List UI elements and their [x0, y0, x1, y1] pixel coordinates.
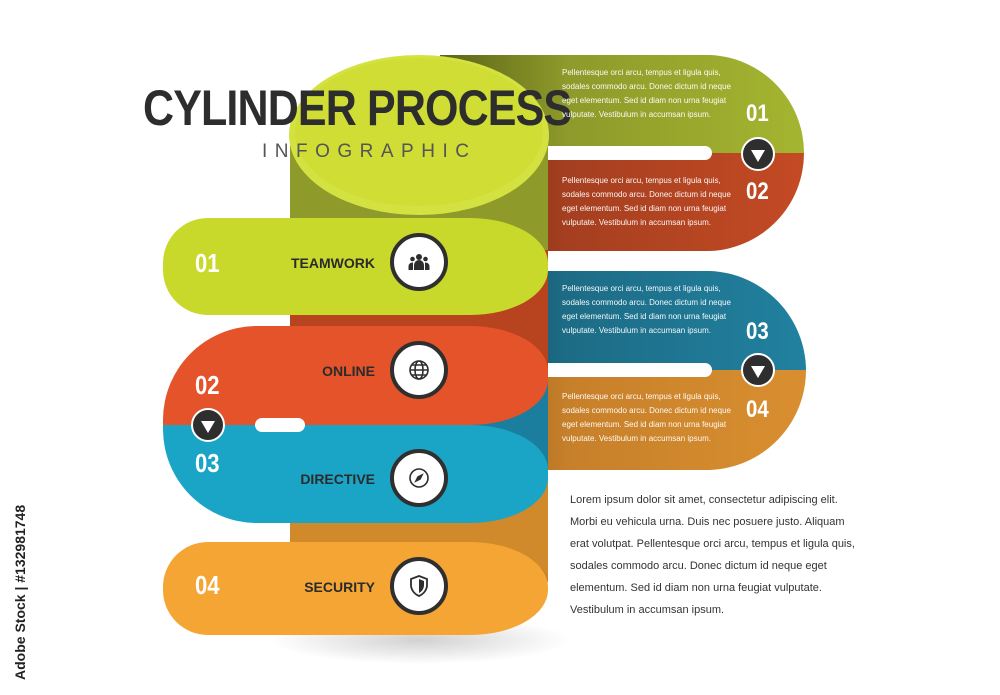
step-4-number: 04: [195, 570, 220, 600]
step-4-icon-button[interactable]: [390, 557, 448, 615]
cylinder-top-inner: [295, 58, 543, 206]
step-3-label: DIRECTIVE: [300, 471, 375, 487]
page-subtitle: INFOGRAPHIC: [262, 141, 477, 162]
step-1-shape: [163, 218, 548, 315]
band-4-text: Pellentesque orci arcu, tempus et ligula…: [562, 392, 731, 443]
step-2-shape: [163, 326, 548, 425]
step-4-label: SECURITY: [304, 579, 375, 595]
page-title: CYLINDER PROCESS: [143, 80, 572, 136]
band-1-2-toggle[interactable]: [741, 137, 775, 171]
band-2-text: Pellentesque orci arcu, tempus et ligula…: [562, 176, 731, 227]
band-gap-1: [540, 146, 712, 160]
step-gap: [255, 418, 305, 432]
step-2-label: ONLINE: [322, 363, 375, 379]
step-3-icon-button[interactable]: [390, 449, 448, 507]
compass-icon: [409, 468, 429, 488]
band-3-number: 03: [746, 318, 769, 345]
band-4-number: 04: [746, 396, 769, 423]
band-1-number: 01: [746, 100, 769, 127]
step-4-shape: [163, 542, 548, 635]
step-1-label: TEAMWORK: [291, 255, 375, 271]
description-text: Lorem ipsum dolor sit amet, consectetur …: [570, 494, 855, 616]
band-2-number: 02: [746, 178, 769, 205]
band-3-4-toggle[interactable]: [741, 353, 775, 387]
step-2-icon-button[interactable]: [390, 341, 448, 399]
band-3-text: Pellentesque orci arcu, tempus et ligula…: [562, 284, 731, 335]
step-3-number: 03: [195, 448, 220, 478]
step-2-number: 02: [195, 370, 220, 400]
band-1-text: Pellentesque orci arcu, tempus et ligula…: [562, 68, 731, 119]
step-3-shape: [163, 425, 548, 523]
step-1-number: 01: [195, 248, 220, 278]
globe-icon: [409, 360, 429, 380]
shield-icon: [410, 575, 428, 597]
band-gap-2: [540, 363, 712, 377]
step-2-3-toggle[interactable]: [191, 408, 225, 442]
stock-id-label: Adobe Stock | #132981748: [12, 504, 28, 680]
step-1-icon-button[interactable]: [390, 233, 448, 291]
people-icon: [408, 254, 430, 270]
